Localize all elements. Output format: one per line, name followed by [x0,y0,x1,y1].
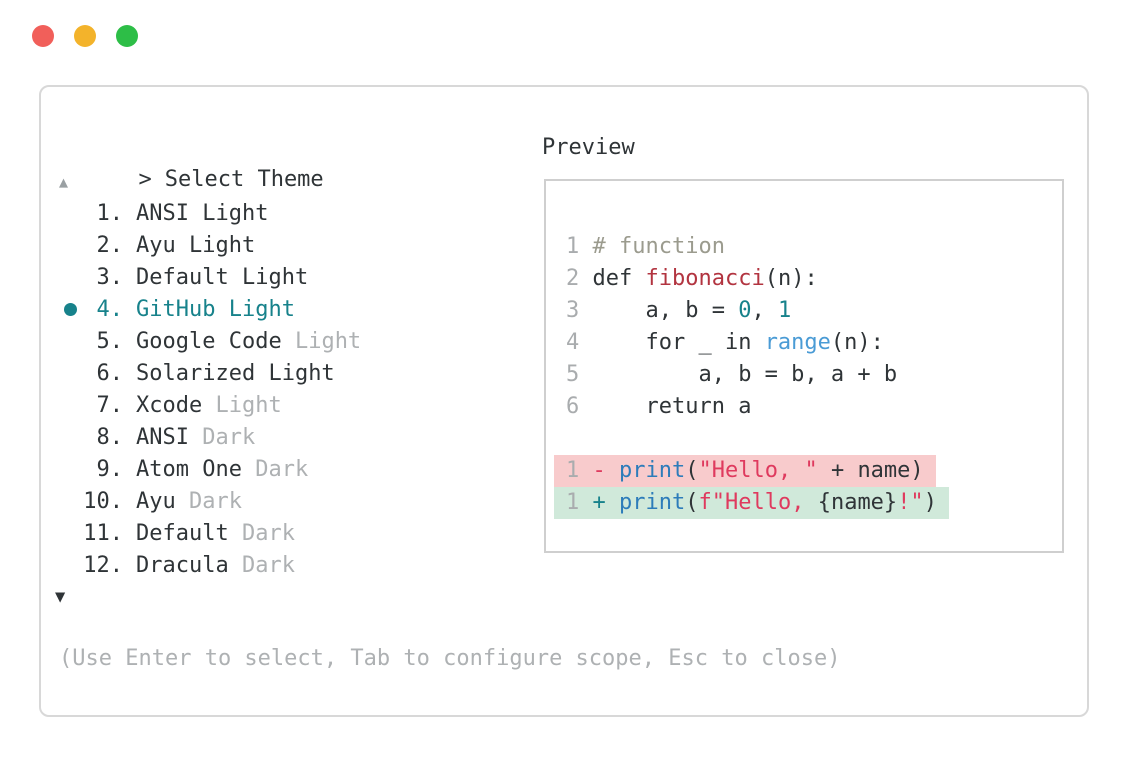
theme-list: 1. ANSI Light 2. Ayu Light 3. Default Light 4.… [57,197,497,581]
code-line: 5 a, b = b, a + b [566,362,898,387]
code-line: 3 a, b = 0, 1 [566,298,792,323]
theme-list-item[interactable]: 8. ANSI Dark [57,421,497,453]
theme-item-label: Solarized Light [136,360,335,386]
minimize-window-button[interactable] [74,25,96,47]
theme-list-item[interactable]: 7. Xcode Light [57,389,497,421]
selected-item-bullet-icon [57,302,83,316]
theme-item-number: 1. [96,200,124,226]
theme-item-number: 8. [96,424,124,450]
theme-item-label: Atom One Dark [136,456,309,482]
theme-item-number: 11. [83,520,123,546]
theme-item-label: ANSI Dark [136,424,256,450]
preview-title: Preview [542,135,635,160]
theme-item-label: Default Dark [136,520,295,546]
theme-item-number: 9. [96,456,124,482]
scroll-down-indicator-icon[interactable]: ▼ [55,587,66,607]
theme-item-number: 4. [96,296,124,322]
theme-item-number: 10. [83,488,123,514]
theme-list-item[interactable]: 9. Atom One Dark [57,453,497,485]
theme-item-label: GitHub Light [136,296,295,322]
theme-item-number: 3. [96,264,124,290]
theme-item-number: 12. [83,552,123,578]
theme-list-item[interactable]: 12. Dracula Dark [57,549,497,581]
theme-item-number: 6. [96,360,124,386]
theme-item-label: Ayu Light [136,232,256,258]
theme-list-item[interactable]: 11. Default Dark [57,517,497,549]
picker-title: Select Theme [164,167,324,192]
theme-list-item[interactable]: 2. Ayu Light [57,229,497,261]
theme-item-number: 7. [96,392,124,418]
theme-list-item[interactable]: 6. Solarized Light [57,357,497,389]
theme-item-label: ANSI Light [136,200,269,226]
theme-list-item[interactable]: 3. Default Light [57,261,497,293]
theme-item-label: Xcode Light [136,392,282,418]
theme-list-item[interactable]: 5. Google Code Light [57,325,497,357]
scroll-up-indicator-icon[interactable]: ▲ [59,173,69,191]
keyboard-hint: (Use Enter to select, Tab to configure s… [59,646,841,671]
code-line: 6 return a [566,394,752,419]
theme-item-label: Google Code Light [136,328,362,354]
theme-item-label: Dracula Dark [136,552,295,578]
code-line: 1 - print("Hello, " + name) [554,455,1048,487]
code-line: 1 + print(f"Hello, {name}!") [554,487,1048,519]
theme-item-label: Default Light [136,264,309,290]
theme-list-item[interactable]: 1. ANSI Light [57,197,497,229]
code-line: 2 def fibonacci(n): [566,266,818,291]
theme-item-number: 2. [96,232,124,258]
theme-picker-dialog: > Select Theme Preview ▲ 1. ANSI Light 2. Ay… [39,85,1089,717]
theme-item-label: Ayu Dark [136,488,242,514]
code-line: 4 for _ in range(n): [566,330,884,355]
selected-bullet-icon [63,302,77,316]
prompt-caret-icon: > [138,167,152,192]
code-line [566,423,1048,455]
theme-item-number: 5. [96,328,124,354]
close-window-button[interactable] [32,25,54,47]
preview-pane: 1 # function 2 def fibonacci(n): 3 a, b = … [544,179,1064,553]
theme-list-item[interactable]: 10. Ayu Dark [57,485,497,517]
window-controls [32,25,138,47]
code-line: 1 # function [566,234,725,259]
zoom-window-button[interactable] [116,25,138,47]
picker-header: > Select Theme [59,132,324,228]
theme-list-item[interactable]: 4. GitHub Light [57,293,497,325]
